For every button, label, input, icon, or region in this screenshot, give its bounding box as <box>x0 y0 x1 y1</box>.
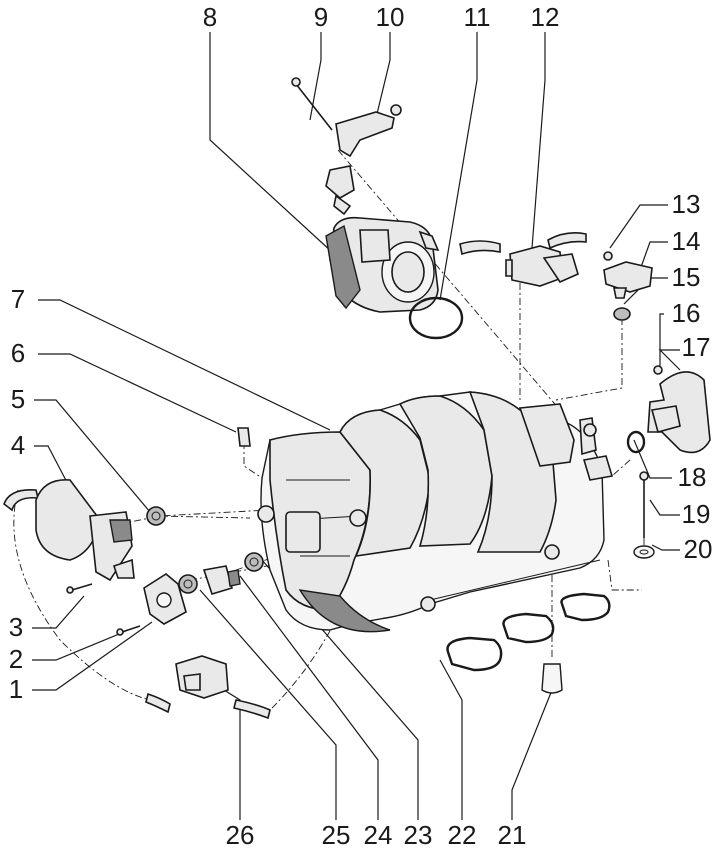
throttle-body <box>325 216 440 313</box>
callout-10: 10 <box>376 2 405 32</box>
callout-15: 15 <box>672 262 701 292</box>
callout-23: 23 <box>404 820 433 850</box>
callout-leader-lines <box>32 32 681 820</box>
callout-labels: 8 9 10 11 12 13 14 15 16 17 18 19 20 7 6… <box>9 2 713 850</box>
callout-25: 25 <box>322 820 351 850</box>
left-components <box>3 427 271 720</box>
intake-sensor <box>603 251 653 321</box>
intake-manifold <box>257 391 614 633</box>
callout-16: 16 <box>672 298 701 328</box>
callout-13: 13 <box>672 189 701 219</box>
callout-17: 17 <box>682 332 711 362</box>
port-gaskets <box>446 592 611 694</box>
callout-24: 24 <box>364 820 393 850</box>
callout-4: 4 <box>11 430 25 460</box>
bolt-and-washer <box>633 471 655 559</box>
callout-22: 22 <box>448 820 477 850</box>
callout-18: 18 <box>678 462 707 492</box>
callout-5: 5 <box>11 384 25 414</box>
o-ring-throttle <box>408 296 464 340</box>
bolt-and-bracket <box>291 77 402 216</box>
callout-1: 1 <box>9 674 23 704</box>
flap-housing <box>626 365 711 454</box>
callout-21: 21 <box>498 820 527 850</box>
callout-20: 20 <box>684 534 713 564</box>
callout-11: 11 <box>464 2 491 32</box>
callout-19: 19 <box>682 499 711 529</box>
solenoid-valve <box>459 232 587 287</box>
callout-12: 12 <box>531 2 560 32</box>
callout-2: 2 <box>9 644 23 674</box>
callout-7: 7 <box>11 284 25 314</box>
callout-9: 9 <box>314 2 328 32</box>
callout-14: 14 <box>672 226 701 256</box>
callout-8: 8 <box>203 2 217 32</box>
callout-6: 6 <box>11 338 25 368</box>
callout-26: 26 <box>226 820 255 850</box>
callout-3: 3 <box>9 612 23 642</box>
